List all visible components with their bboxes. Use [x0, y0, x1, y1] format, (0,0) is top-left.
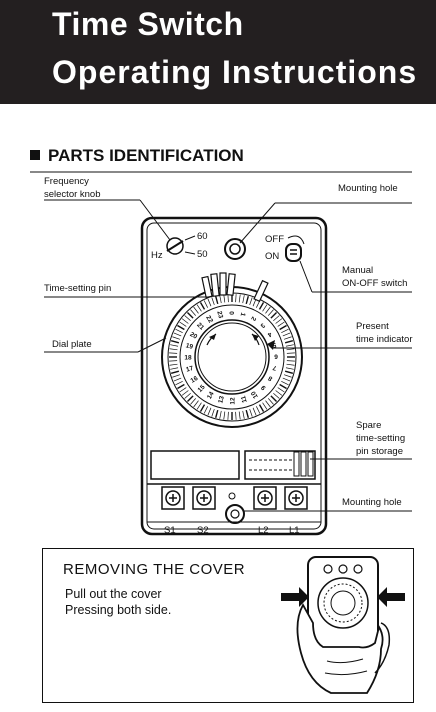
cover-line-2: Pressing both side. [65, 603, 172, 617]
title-line-2: Operating Instructions [52, 54, 418, 90]
dial-hour-17: 17 [185, 365, 194, 374]
dial-hour-22: 22 [204, 315, 214, 325]
display-window [150, 450, 240, 480]
dial-hour-9: 9 [260, 383, 268, 391]
callout-spare-1: Spare [356, 420, 381, 431]
dial-hour-11: 11 [240, 395, 249, 404]
mounting-hole-bottom-icon [225, 504, 245, 524]
cover-line-1: Pull out the cover [65, 587, 162, 601]
callout-spare-3: pin storage [356, 446, 403, 457]
freq-hz: Hz [151, 250, 163, 261]
freq-60: 60 [197, 231, 208, 242]
callout-frequency-2: selector knob [44, 189, 101, 200]
terminal-l2: L2 [258, 525, 269, 536]
dial-hour-14: 14 [206, 390, 216, 400]
callout-mounting-hole-top: Mounting hole [338, 183, 398, 194]
callout-dial-plate: Dial plate [52, 339, 92, 350]
dial-hour-18: 18 [184, 355, 192, 362]
callout-manual-2: ON-OFF switch [342, 278, 407, 289]
mounting-hole-top-icon [224, 238, 246, 260]
square-bullet-icon [30, 150, 40, 160]
callout-mounting-hole-bottom: Mounting hole [342, 497, 402, 508]
callout-spare-2: time-setting [356, 433, 405, 444]
dial-hour-8: 8 [267, 374, 274, 382]
dial-hour-10: 10 [250, 389, 260, 399]
callout-present-2: time indicator [356, 334, 413, 345]
hand-pressing-cover-illustration [281, 556, 405, 694]
terminal-screws [161, 486, 308, 510]
switch-off: OFF [265, 234, 284, 245]
dial-hour-21: 21 [195, 322, 205, 332]
dial-hour-15: 15 [197, 384, 207, 394]
dial-hour-23: 23 [215, 310, 224, 319]
title-line-1: Time Switch [52, 6, 244, 42]
dial-hour-16: 16 [190, 375, 200, 385]
callout-time-setting-pin: Time-setting pin [44, 283, 111, 294]
section-title: PARTS IDENTIFICATION [30, 146, 244, 166]
manual-switch-icon [285, 243, 302, 262]
dial-hour-1: 1 [238, 312, 246, 318]
switch-on: ON [265, 251, 279, 262]
dial-hour-4: 4 [266, 330, 273, 338]
callout-present-1: Present [356, 321, 389, 332]
header-banner: Time Switch Operating Instructions [0, 0, 436, 104]
cover-title: REMOVING THE COVER [63, 561, 246, 578]
terminal-s2: S2 [197, 525, 209, 536]
terminal-s1: S1 [164, 525, 176, 536]
dial-hour-2: 2 [249, 315, 257, 322]
callout-manual-1: Manual [342, 265, 373, 276]
removing-cover-box: REMOVING THE COVER Pull out the cover Pr… [42, 548, 414, 703]
dial-hour-19: 19 [185, 342, 194, 351]
dial-outer [161, 286, 303, 428]
callout-frequency-1: Frequency [44, 176, 89, 187]
dial-hour-20: 20 [189, 331, 199, 341]
dial-hour-6: 6 [274, 353, 278, 360]
terminal-l1: L1 [289, 525, 300, 536]
freq-50: 50 [197, 249, 208, 260]
time-setting-pins-icon [201, 272, 269, 303]
section-title-text: PARTS IDENTIFICATION [48, 146, 244, 165]
dial-hour-3: 3 [258, 321, 266, 329]
dial-hour-12: 12 [230, 397, 237, 405]
dial-hour-13: 13 [217, 395, 226, 404]
dial-hour-7: 7 [272, 363, 278, 371]
dial-hour-0: 0 [228, 311, 235, 315]
